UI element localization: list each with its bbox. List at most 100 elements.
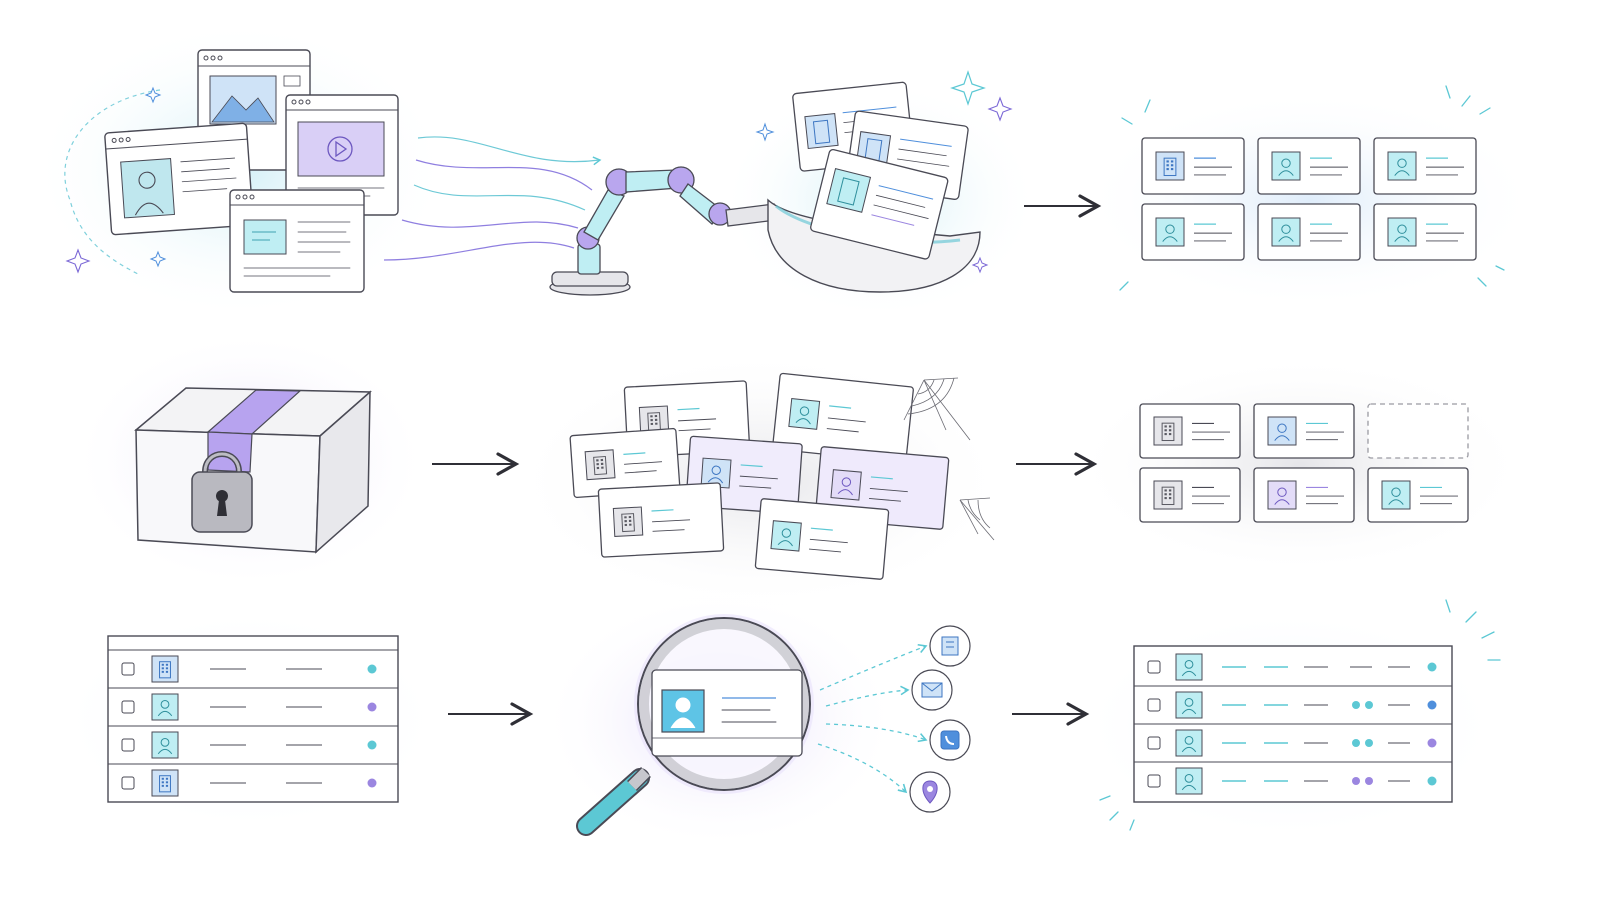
sparkle-icon [755, 122, 775, 142]
card [1253, 403, 1355, 459]
table-row [108, 687, 398, 721]
checkbox [121, 662, 135, 676]
sparkle-icon [149, 250, 167, 268]
checkbox [1147, 736, 1161, 750]
checkbox [121, 700, 135, 714]
table-row [1147, 653, 1437, 681]
card [754, 498, 890, 580]
person-icon [1281, 158, 1291, 168]
card [1373, 137, 1477, 195]
building-icon [1161, 422, 1175, 442]
dashed-arrow [819, 643, 928, 691]
person-icon [675, 697, 691, 713]
swirl-path [64, 89, 161, 276]
card [1257, 203, 1361, 261]
building-icon [929, 625, 971, 667]
status-dot [367, 702, 377, 712]
checkbox [121, 738, 135, 752]
shine-marks [1119, 85, 1505, 291]
profile-window [104, 122, 254, 236]
building-icon [159, 661, 171, 679]
magnifier-icon [576, 614, 814, 836]
card [1257, 137, 1361, 195]
card [1367, 467, 1469, 523]
enriched-table [1133, 645, 1453, 803]
cobweb-icon [903, 377, 995, 541]
clean-card-grid [1141, 137, 1477, 261]
sparkle-icon [971, 256, 989, 274]
card [597, 482, 725, 558]
status-dot [1352, 777, 1360, 785]
person-icon [1184, 774, 1194, 783]
shine-marks [1099, 599, 1501, 831]
building-icon [1161, 486, 1175, 506]
person-icon [799, 406, 810, 416]
enrichment-sources [817, 625, 971, 813]
phone-icon [929, 719, 971, 761]
data-window [229, 189, 365, 293]
person-icon [160, 700, 170, 709]
data-flow-lines [383, 136, 602, 261]
building-icon [837, 177, 860, 206]
table-row [1134, 685, 1452, 719]
dashed-arrow [825, 723, 928, 743]
person-icon [1397, 224, 1407, 234]
list-table [107, 635, 399, 803]
status-dot [1365, 777, 1373, 785]
table-row [108, 725, 398, 759]
person-icon [1397, 158, 1407, 168]
status-dot [1427, 738, 1437, 748]
person-icon [711, 465, 721, 475]
sparkle-icon [950, 70, 986, 106]
status-dot [367, 778, 377, 788]
person-icon [138, 171, 156, 189]
table-row [1134, 761, 1452, 795]
status-dot [367, 740, 377, 750]
status-dot [1365, 739, 1373, 747]
card [1139, 403, 1241, 459]
status-dot [1427, 700, 1437, 710]
sparkle-icon [987, 96, 1013, 122]
mountain-icon [211, 95, 275, 123]
person-icon [1277, 487, 1287, 497]
checkbox [121, 776, 135, 790]
dashed-arrow [825, 685, 910, 707]
status-dot [1427, 776, 1437, 786]
status-dot [1352, 739, 1360, 747]
person-icon [160, 738, 170, 747]
card [1141, 203, 1245, 261]
building-icon [621, 513, 635, 533]
card [1253, 467, 1355, 523]
location-pin-icon [909, 771, 951, 813]
person-icon [1184, 736, 1194, 745]
table-row [108, 763, 398, 797]
building-icon [159, 775, 171, 793]
table-row [121, 655, 377, 683]
status-dot [1365, 701, 1373, 709]
person-icon [841, 477, 852, 487]
sparkle-icon [65, 248, 91, 274]
card [1373, 203, 1477, 261]
scooped-cards [755, 70, 1013, 274]
card [569, 427, 681, 499]
person-icon [1281, 224, 1291, 234]
dusty-card [569, 427, 681, 499]
empty-card-slot [1367, 403, 1469, 459]
building-icon [812, 119, 831, 145]
building-icon [593, 455, 608, 476]
person-icon [1165, 224, 1175, 234]
checkbox [1147, 698, 1161, 712]
mail-icon [911, 669, 953, 711]
web-pages-cluster [64, 49, 399, 293]
checkbox [1147, 774, 1161, 788]
building-icon [1163, 157, 1177, 177]
dusty-card [754, 498, 890, 580]
person-icon [1277, 423, 1287, 433]
status-dot [1427, 662, 1437, 672]
sparkle-icon [144, 86, 162, 104]
dusty-card [597, 482, 725, 558]
locked-box [134, 387, 372, 554]
card [1139, 467, 1241, 523]
status-dot [1352, 701, 1360, 709]
